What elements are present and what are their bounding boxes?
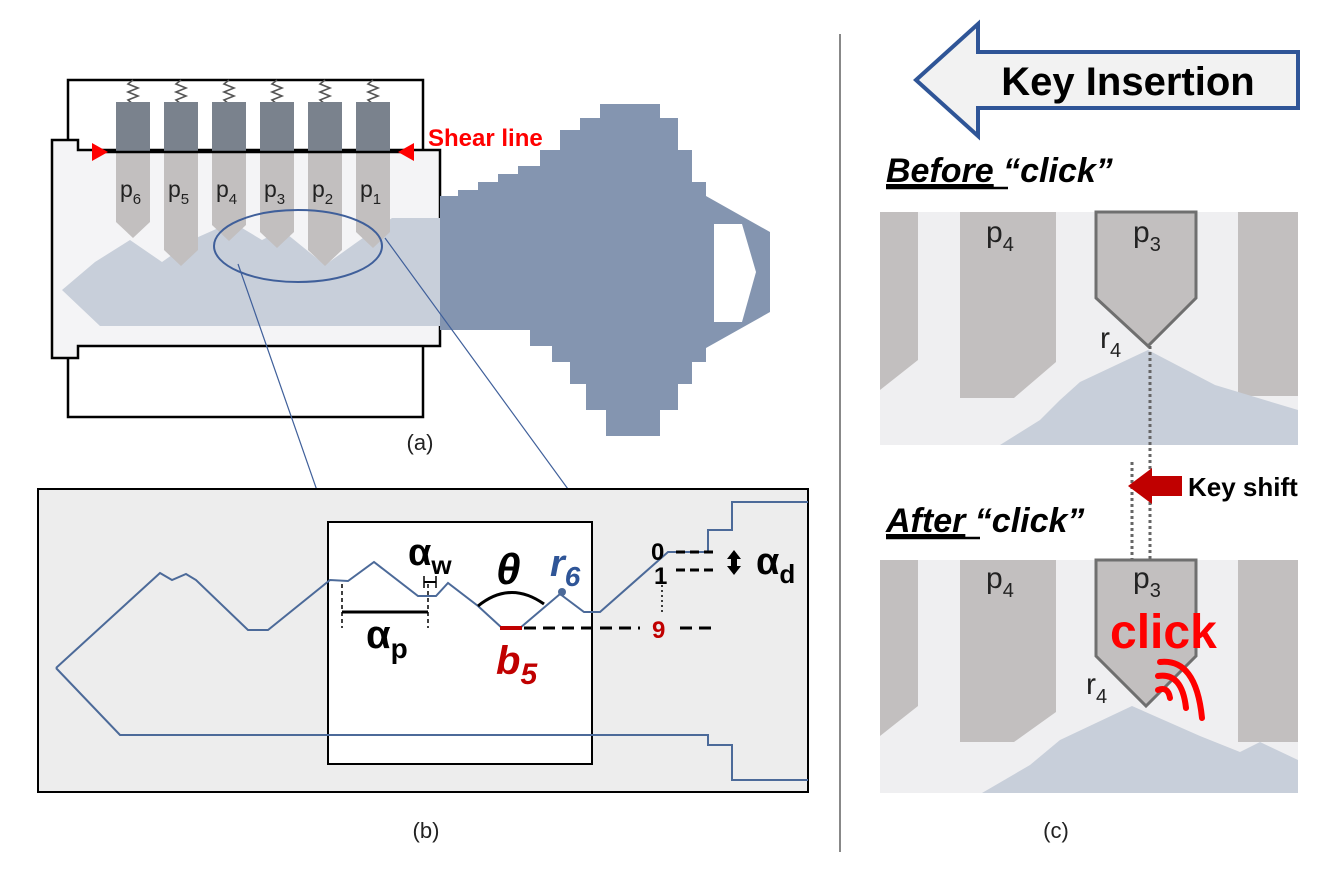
- key-shift-label: Key shift: [1188, 472, 1298, 502]
- key-pins: [116, 152, 390, 266]
- before-key-blade: [1000, 350, 1298, 445]
- alpha-w-label: αw: [408, 532, 452, 580]
- before-label-r4: r4: [1100, 322, 1121, 362]
- before-pin-p4: [960, 212, 1056, 398]
- shear-line-arrow-left: [92, 143, 108, 161]
- after-label-p4: p4: [986, 562, 1014, 602]
- b5-label: b5: [496, 639, 538, 691]
- pin-label-p5: p5: [168, 176, 189, 208]
- depth-0-label: 0: [651, 539, 664, 566]
- key-profile-bottom-edge: [55, 667, 808, 781]
- pin-label-p2: p2: [312, 176, 333, 208]
- click-label: click: [1110, 606, 1217, 659]
- after-click-scene: p4 p3 r4 click: [880, 558, 1298, 793]
- before-pin-p3: [1094, 210, 1198, 349]
- depth-1-label: 1: [654, 563, 667, 590]
- driver-pins: [116, 102, 390, 152]
- r6-label: r6: [550, 543, 581, 592]
- panel-a: Shear line p6 p5 p4 p3 p2 p1 (a): [50, 78, 770, 455]
- before-click-heading: Before “click”: [886, 152, 1113, 190]
- key-bow: [440, 104, 770, 436]
- pin-label-p1: p1: [360, 176, 381, 208]
- theta-label: θ: [496, 545, 521, 594]
- click-sound-waves-icon: [1155, 658, 1205, 721]
- r6-point: [558, 588, 566, 596]
- before-label-p4: p4: [986, 216, 1014, 256]
- after-key-blade: [982, 706, 1298, 793]
- caption-c: (c): [1043, 818, 1069, 843]
- zoom-ellipse: [213, 209, 383, 283]
- panel-b: αw θ r6 αp b5 0 1 9 αd (b): [37, 488, 809, 843]
- key-bow-hole: [714, 224, 756, 322]
- theta-arc: [477, 591, 545, 608]
- shear-line-label: Shear line: [428, 125, 543, 152]
- key-shift-arrow: [1128, 468, 1182, 504]
- panel-c: Key Insertion Before “click” p4 p3 r4 Ke…: [880, 19, 1300, 843]
- caption-a: (a): [407, 430, 434, 455]
- zoom-connector-right: [384, 237, 593, 523]
- after-label-r4: r4: [1086, 668, 1107, 708]
- springs: [125, 79, 381, 105]
- before-label-p3: p3: [1133, 216, 1161, 256]
- alpha-p-label: αp: [366, 613, 408, 664]
- alpha-d-double-arrow: [727, 550, 741, 575]
- key-insertion-arrow: [913, 19, 1300, 141]
- pin-labels: p6 p5 p4 p3 p2 p1: [120, 176, 381, 208]
- pin-label-p4: p4: [216, 176, 237, 208]
- zoom-connector-left: [237, 263, 329, 523]
- after-label-p3: p3: [1133, 562, 1161, 602]
- caption-b: (b): [413, 818, 440, 843]
- after-pin-p3: [1094, 558, 1198, 709]
- shear-line-arrow-right: [398, 143, 414, 161]
- key-blade-in-lock: [62, 218, 440, 326]
- pin-label-p6: p6: [120, 176, 141, 208]
- before-click-scene: p4 p3 r4: [880, 210, 1298, 445]
- after-pin-p4: [960, 560, 1056, 742]
- key-insertion-label: Key Insertion: [1001, 60, 1254, 104]
- after-click-heading: After “click”: [885, 502, 1084, 540]
- alpha-d-label: αd: [756, 541, 795, 589]
- depth-9-label: 9: [652, 617, 665, 644]
- pin-label-p3: p3: [264, 176, 285, 208]
